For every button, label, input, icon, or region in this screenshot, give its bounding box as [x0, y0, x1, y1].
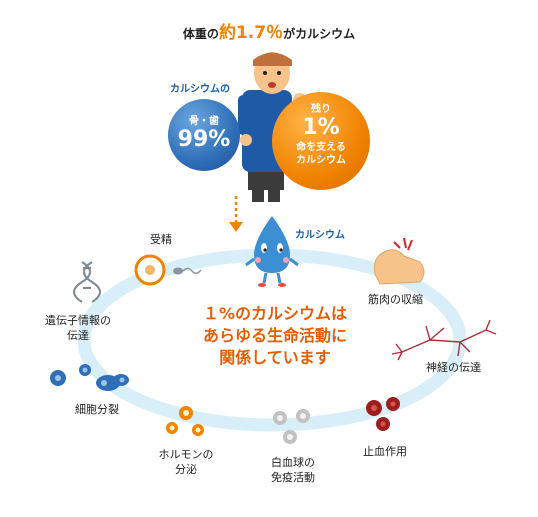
label-gene-line1: 遺伝子情報の	[45, 314, 111, 327]
label-immune-line1: 白血球の	[271, 456, 315, 469]
remaining-calcium-bubble: 残り 1% 命を支える カルシウム	[272, 92, 370, 190]
label-fertilization: 受精	[150, 233, 172, 246]
calcium-drop-label: カルシウム	[295, 230, 345, 241]
label-immune-activity: 白血球の 免疫活動	[257, 455, 329, 485]
dna-icon	[73, 261, 101, 303]
bone-teeth-value: 99%	[177, 127, 231, 152]
cell-division-icon	[50, 364, 129, 391]
bone-teeth-bubble: 骨・歯 99%	[168, 99, 240, 171]
label-hormone-line2: 分泌	[175, 463, 197, 476]
remaining-desc-line2: カルシウム	[296, 155, 346, 166]
center-message: １%のカルシウムは あらゆる生命活動に 関係しています	[165, 303, 385, 369]
egg-sperm-icon	[134, 254, 202, 286]
calcium-drop-character-icon	[245, 216, 299, 287]
hormone-icon	[166, 406, 204, 436]
label-gene-transmission: 遺伝子情報の 伝達	[32, 313, 124, 343]
label-nerve-transmission: 神経の伝達	[426, 361, 481, 374]
center-message-line2: あらゆる生命活動に	[202, 326, 347, 345]
neuron-icon	[391, 319, 497, 361]
headline: 体重の約1.7％がカルシウム	[0, 18, 538, 43]
label-hormone-secretion: ホルモンの 分泌	[150, 447, 222, 477]
headline-suffix: がカルシウム	[283, 27, 356, 41]
remaining-value: 1%	[302, 115, 340, 140]
label-muscle-contraction: 筋肉の収縮	[368, 293, 423, 306]
headline-prefix: 体重の	[182, 27, 219, 41]
headline-highlight-approx: 約	[218, 23, 236, 43]
label-gene-line2: 伝達	[67, 329, 89, 342]
center-message-line3: 関係しています	[219, 348, 331, 367]
bone-teeth-caption: カルシウムの	[170, 84, 230, 95]
muscle-arm-icon	[373, 237, 425, 285]
remaining-label: 残り	[311, 104, 331, 115]
center-message-line1: １%のカルシウムは	[202, 304, 348, 323]
red-blood-cell-icon	[366, 397, 400, 431]
label-cell-division: 細胞分裂	[75, 403, 119, 416]
label-hemostasis: 止血作用	[363, 445, 407, 458]
label-immune-line2: 免疫活動	[271, 471, 315, 484]
label-hormone-line1: ホルモンの	[158, 448, 214, 461]
white-blood-cell-icon	[273, 409, 310, 444]
headline-highlight-value: 1.7％	[235, 23, 284, 43]
arrow-head-icon	[229, 222, 243, 232]
remaining-desc-line1: 命を支える	[296, 142, 346, 153]
bone-teeth-label: 骨・歯	[189, 116, 219, 127]
